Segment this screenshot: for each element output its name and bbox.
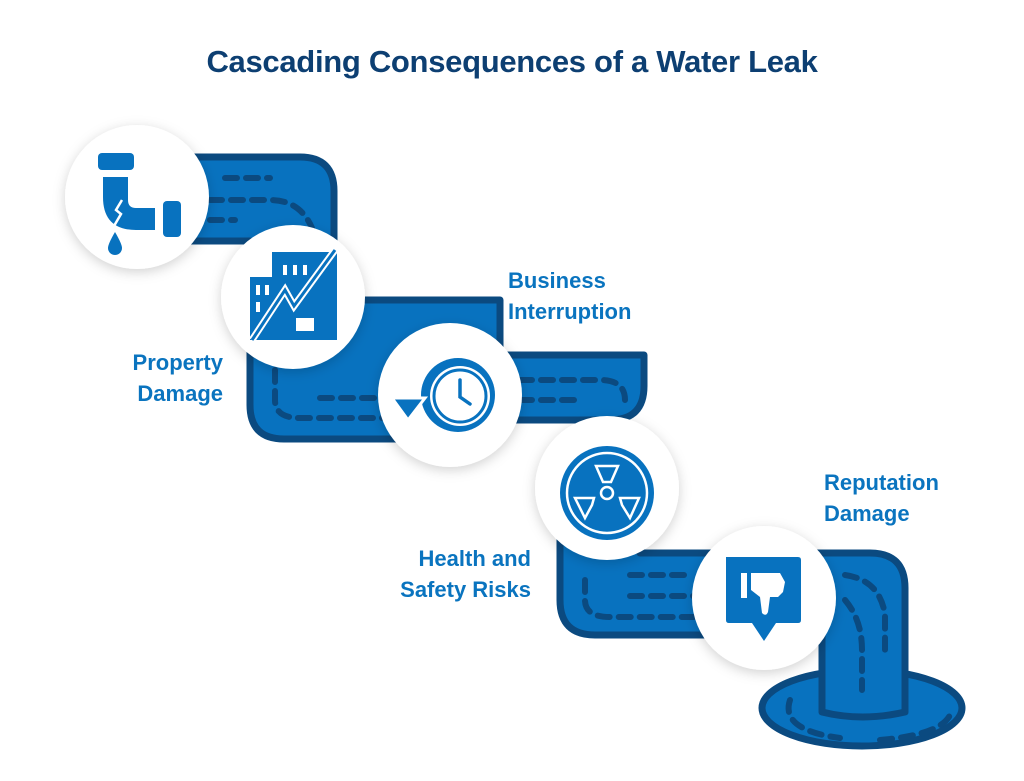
label-line-2: Damage — [137, 381, 223, 406]
hazard-icon — [560, 446, 654, 540]
leaking-pipe-icon — [98, 153, 181, 255]
label-line-2: Damage — [824, 501, 910, 526]
label-line-1: Health and — [418, 546, 531, 571]
label-line-1: Reputation — [824, 470, 939, 495]
label-line-1: Property — [132, 350, 223, 375]
building-decline-icon — [249, 247, 338, 342]
label-line-2: Interruption — [508, 299, 632, 324]
label-reputation-damage: Reputation Damage — [824, 467, 939, 529]
clock-arrow-icon — [389, 358, 495, 432]
label-line-1: Business — [508, 268, 606, 293]
step-circle-1 — [65, 125, 209, 269]
label-business-interruption: Business Interruption — [508, 265, 631, 327]
label-line-2: Safety Risks — [400, 577, 531, 602]
thumbs-down-icon — [726, 557, 801, 641]
label-health-safety: Health and Safety Risks — [330, 543, 531, 605]
page-title: Cascading Consequences of a Water Leak — [206, 44, 818, 79]
label-property-damage: Property Damage — [80, 347, 223, 409]
